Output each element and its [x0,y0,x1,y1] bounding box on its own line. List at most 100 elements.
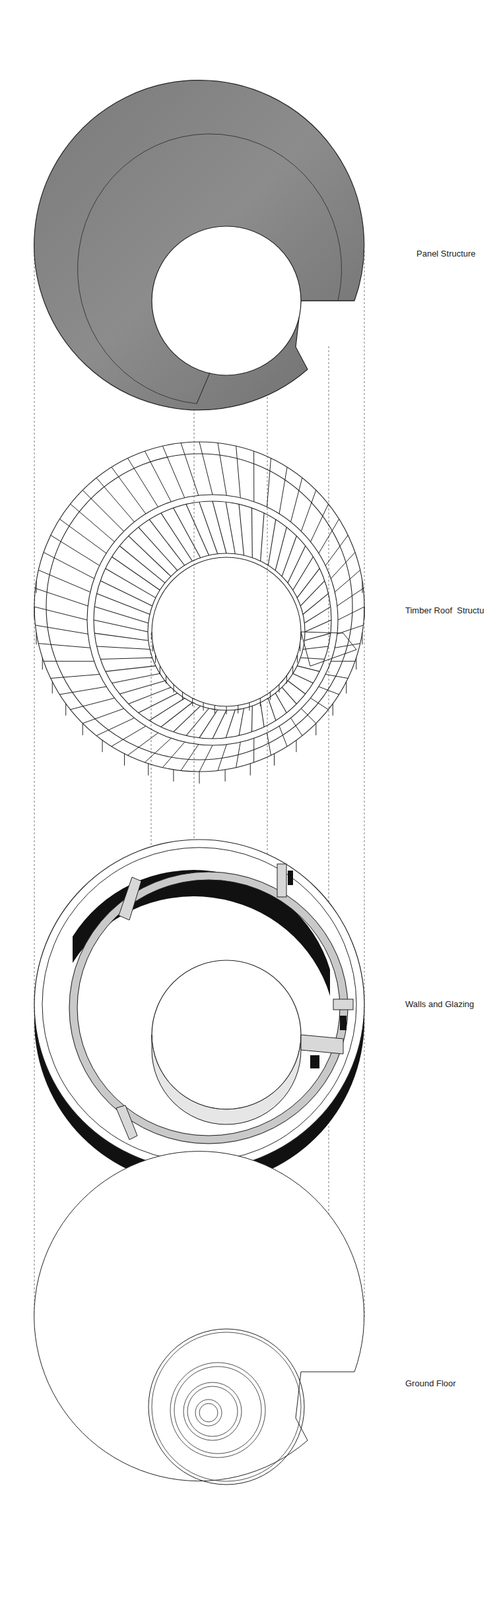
rafter [225,502,235,555]
rafter [217,443,227,497]
rafter [302,646,329,650]
rafter [43,661,95,663]
rafter [330,661,356,663]
rafter [38,644,90,649]
timber-post [159,665,161,674]
timber-post [225,770,226,783]
timber-post [151,632,153,641]
rafter [275,527,287,571]
timber-post [124,754,125,767]
rafter [310,504,329,542]
rafter [43,552,95,579]
walls-and-glazing [34,840,365,1187]
timber-post [237,706,239,715]
rafter [236,446,241,498]
timber-post [214,706,216,715]
timber-post [36,632,37,645]
rafter [70,504,115,542]
spiral-ring [187,1387,238,1438]
rafter [186,708,210,736]
rafter [100,581,153,607]
rafter [337,607,365,621]
rafter [97,594,150,616]
spiral-ring [195,1400,222,1427]
view-label: Walls and Glazing [405,999,474,1011]
timber-post [65,704,67,717]
rafter [162,446,185,498]
timber-post [165,675,167,684]
timber-post [361,632,363,645]
rafter [128,458,159,508]
rafter [50,535,100,567]
rafter [297,568,320,598]
rafter [82,708,124,724]
ground-floor [34,1152,365,1486]
rafter [212,501,227,554]
core-outline [151,1333,301,1483]
rafter [279,467,288,515]
rafter [94,633,149,641]
rafter [82,490,124,532]
floor-outline [34,1152,365,1483]
rafter [59,687,107,696]
glazing-panel [339,1016,347,1031]
rafter [325,535,348,567]
core-wall-top [151,960,301,1111]
timber-ring [147,553,305,711]
timber-post [250,764,251,777]
projection-line [364,250,365,1321]
timber-post [273,754,275,767]
entrance-wall [300,1035,344,1055]
rafter [302,594,329,616]
timber-post [332,704,334,717]
timber-post [42,658,43,670]
timber-post [361,581,363,594]
view-label: Timber Roof Structu [405,605,484,617]
rafter [300,708,316,724]
rafter [144,738,171,763]
rafter [35,588,89,607]
timber-post [345,681,347,694]
rafter [38,570,90,593]
timber-post [173,685,175,694]
rafter [293,673,314,684]
outer-wall-top [34,840,365,1171]
wall-fin [116,1106,138,1141]
rafter [287,681,306,695]
panel-structure [34,80,365,411]
timber-post [155,655,156,664]
timber-post [36,581,37,594]
rafter [253,451,255,503]
rafter [337,588,364,607]
roof-panel [34,80,365,411]
rafter [297,666,320,672]
timber-roof-structure [34,442,365,785]
rafter [180,745,199,772]
timber-post [52,681,53,694]
panel-seam [77,133,342,404]
rafter [279,726,288,748]
rafter [293,557,314,591]
rafter [334,644,360,649]
timber-post [286,675,288,684]
inner-wall [73,876,344,1141]
rafter [35,625,89,635]
rafter [111,467,146,515]
spiral-ring [170,1363,266,1459]
inner-wall-edge [69,872,348,1145]
rafter [267,520,276,567]
rafter [225,710,235,739]
rafter [144,451,171,503]
rafter [173,508,201,559]
timber-post [364,607,365,620]
rafter [112,673,161,684]
rafter [236,742,241,768]
timber-ring [46,454,353,761]
timber-post [299,644,301,653]
rafter [217,745,227,772]
rafter [318,519,340,554]
rafter [337,625,364,635]
rafter [100,658,153,660]
rafter [180,443,199,497]
